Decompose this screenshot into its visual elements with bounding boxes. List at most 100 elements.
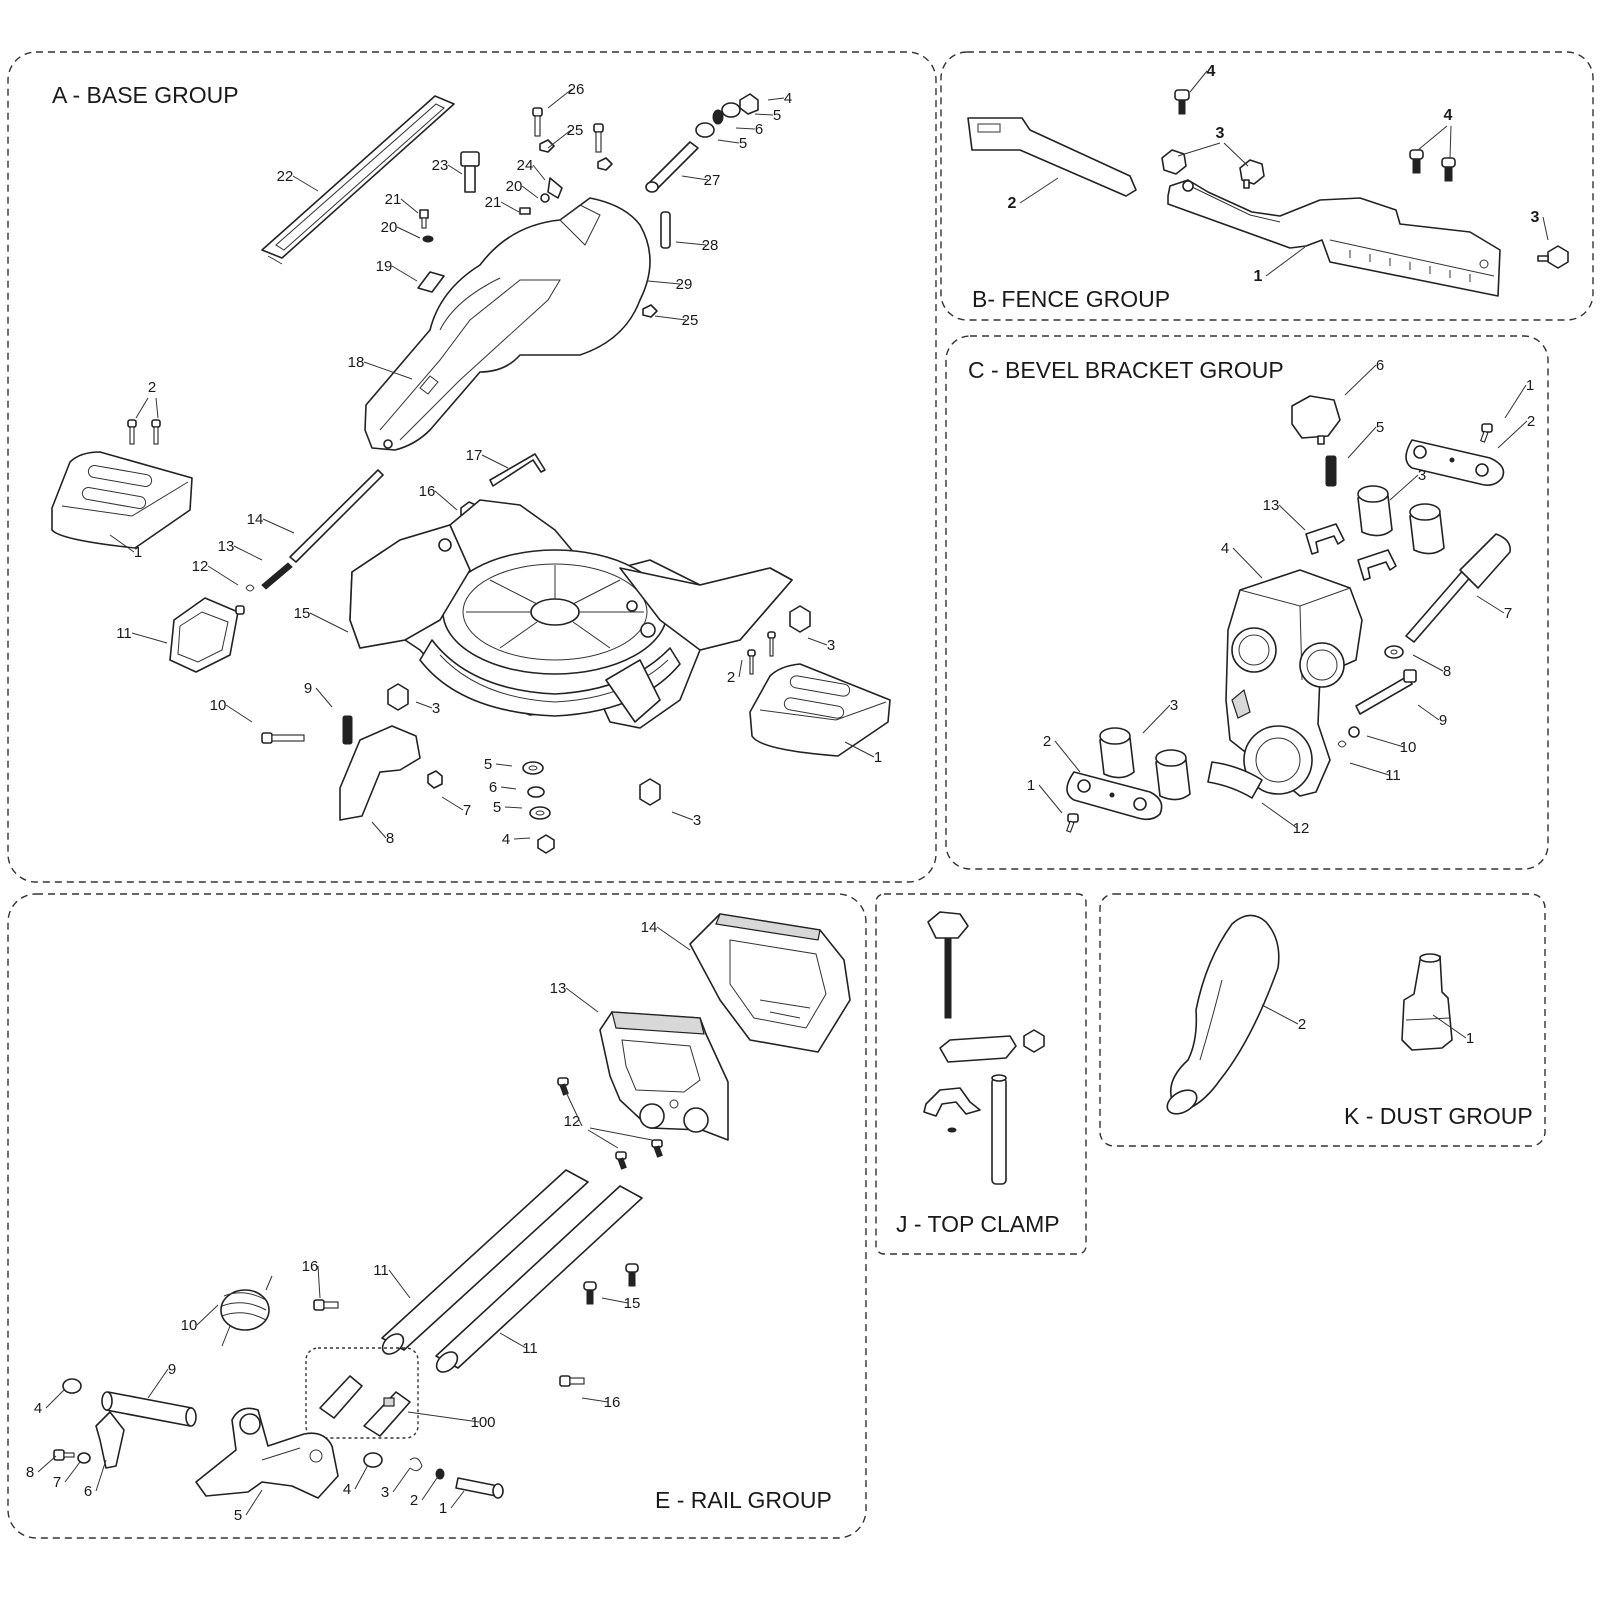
callout-a-5: 5	[484, 756, 492, 773]
callout-e-10: 10	[181, 1317, 198, 1334]
callout-k-2: 2	[1298, 1016, 1306, 1033]
callout-leader-a-27	[681, 175, 709, 181]
callout-e-5: 5	[234, 1507, 242, 1524]
callout-a-9: 9	[304, 680, 312, 697]
callout-leader-b-4	[1189, 70, 1208, 93]
part-e3-clip	[409, 1457, 423, 1472]
part-e1-pin	[455, 1477, 504, 1499]
callout-a-5: 5	[493, 799, 501, 816]
callout-leader-a-22	[292, 175, 319, 192]
callout-leader-a-25	[547, 129, 572, 149]
callout-leader-a-12	[207, 565, 239, 586]
callout-k-1: 1	[1466, 1030, 1474, 1047]
part-c10-washer	[1348, 726, 1360, 738]
part-c11-clip	[1337, 740, 1347, 748]
part-e11-rails	[381, 1169, 643, 1373]
callout-b-4: 4	[1444, 107, 1453, 124]
part-e9-pin	[101, 1391, 197, 1427]
part-a4-a6-washers	[695, 93, 759, 138]
callout-e-16: 16	[302, 1258, 319, 1275]
base-group-title: A - BASE GROUP	[52, 82, 239, 108]
callout-b-4: 4	[1207, 63, 1216, 80]
callout-leader-e-16	[581, 1397, 609, 1403]
fence-group-title: B- FENCE GROUP	[972, 286, 1170, 312]
part-e13-handle-plate	[599, 1011, 729, 1141]
callout-leader-e-14	[656, 926, 691, 951]
callout-leader-a-21	[400, 198, 419, 214]
callout-a-5: 5	[739, 135, 747, 152]
callout-a-25: 25	[682, 312, 699, 329]
callout-e-14: 14	[641, 919, 658, 936]
callout-leader-e-11	[499, 1332, 527, 1349]
part-a3-knobs	[387, 605, 811, 806]
callout-leader-a-3	[415, 701, 433, 709]
part-e8-screw	[53, 1449, 75, 1461]
part-a12-clip	[245, 584, 255, 592]
part-a17-allen-key	[489, 453, 546, 487]
callout-leader-a-6	[500, 786, 517, 790]
part-a2-screws-right	[747, 631, 776, 675]
top-clamp-parts	[923, 911, 1045, 1185]
part-j-knob-bolt	[927, 911, 969, 1019]
part-e5-pivot-bracket	[195, 1407, 339, 1499]
part-a8-lever	[339, 725, 421, 821]
callout-leader-e-13	[565, 987, 599, 1013]
callout-a-18: 18	[348, 354, 365, 371]
callout-a-15: 15	[294, 605, 311, 622]
callout-a-12: 12	[192, 558, 209, 575]
callout-leader-a-15	[309, 612, 349, 633]
callout-leader-c-3	[1389, 474, 1419, 501]
callout-a-23: 23	[432, 157, 449, 174]
part-a4-a6-washers-bottom	[522, 761, 555, 854]
part-e16-screws	[313, 1299, 585, 1387]
callout-leader-e-1	[450, 1490, 465, 1509]
callout-leader-a-13	[233, 545, 263, 561]
part-a26-screws	[532, 107, 604, 153]
callout-a-6: 6	[755, 121, 763, 138]
base-group-parts	[51, 93, 891, 854]
callout-c-3: 3	[1170, 697, 1178, 714]
callout-leader-a-7	[441, 796, 464, 811]
callout-leader-e-7	[64, 1461, 81, 1483]
callout-a-13: 13	[218, 538, 235, 555]
part-b4-bolts-right	[1409, 149, 1456, 182]
part-a15-base	[349, 499, 793, 729]
callout-c-9: 9	[1439, 712, 1447, 729]
top-clamp-group-title: J - TOP CLAMP	[896, 1211, 1060, 1237]
callout-e-16: 16	[604, 1394, 621, 1411]
callout-e-6: 6	[84, 1483, 92, 1500]
callout-leader-a-16	[434, 490, 458, 511]
callout-leader-a-3	[807, 637, 828, 646]
callout-leader-a-26	[547, 88, 573, 109]
callout-leader-c-1	[1038, 784, 1063, 814]
part-a20-a21-fasteners	[419, 193, 550, 243]
base-group-callouts: 1122333445555667891011121314151617181920…	[109, 81, 882, 848]
callout-leader-c-6	[1344, 364, 1377, 396]
callout-a-1: 1	[874, 749, 882, 766]
callout-leader-e-16	[317, 1265, 321, 1299]
part-b3-knob-right	[1537, 245, 1569, 269]
callout-leader-a-3	[671, 811, 694, 821]
callout-leader-c-4	[1232, 547, 1263, 579]
callout-leader-k-2	[1261, 1004, 1299, 1025]
callout-e-11: 11	[373, 1262, 389, 1279]
callout-e-1: 1	[439, 1500, 447, 1517]
part-c12-scale	[1207, 761, 1263, 799]
part-c6-knob	[1291, 395, 1341, 445]
rail-group-box	[7, 893, 867, 1539]
callout-leader-c-11	[1349, 762, 1390, 776]
callout-e-15: 15	[624, 1295, 641, 1312]
callout-e-9: 9	[168, 1361, 176, 1378]
part-c5-spring	[1325, 455, 1337, 487]
callout-a-1: 1	[134, 544, 142, 561]
callout-leader-b-3	[1542, 216, 1549, 241]
callout-a-3: 3	[693, 812, 701, 829]
callout-a-27: 27	[704, 172, 721, 189]
part-a10-bolt	[261, 732, 305, 744]
rail-group-parts	[53, 913, 851, 1499]
part-c7-lock-handle	[1405, 533, 1512, 643]
part-a1-foot-right	[749, 663, 891, 757]
